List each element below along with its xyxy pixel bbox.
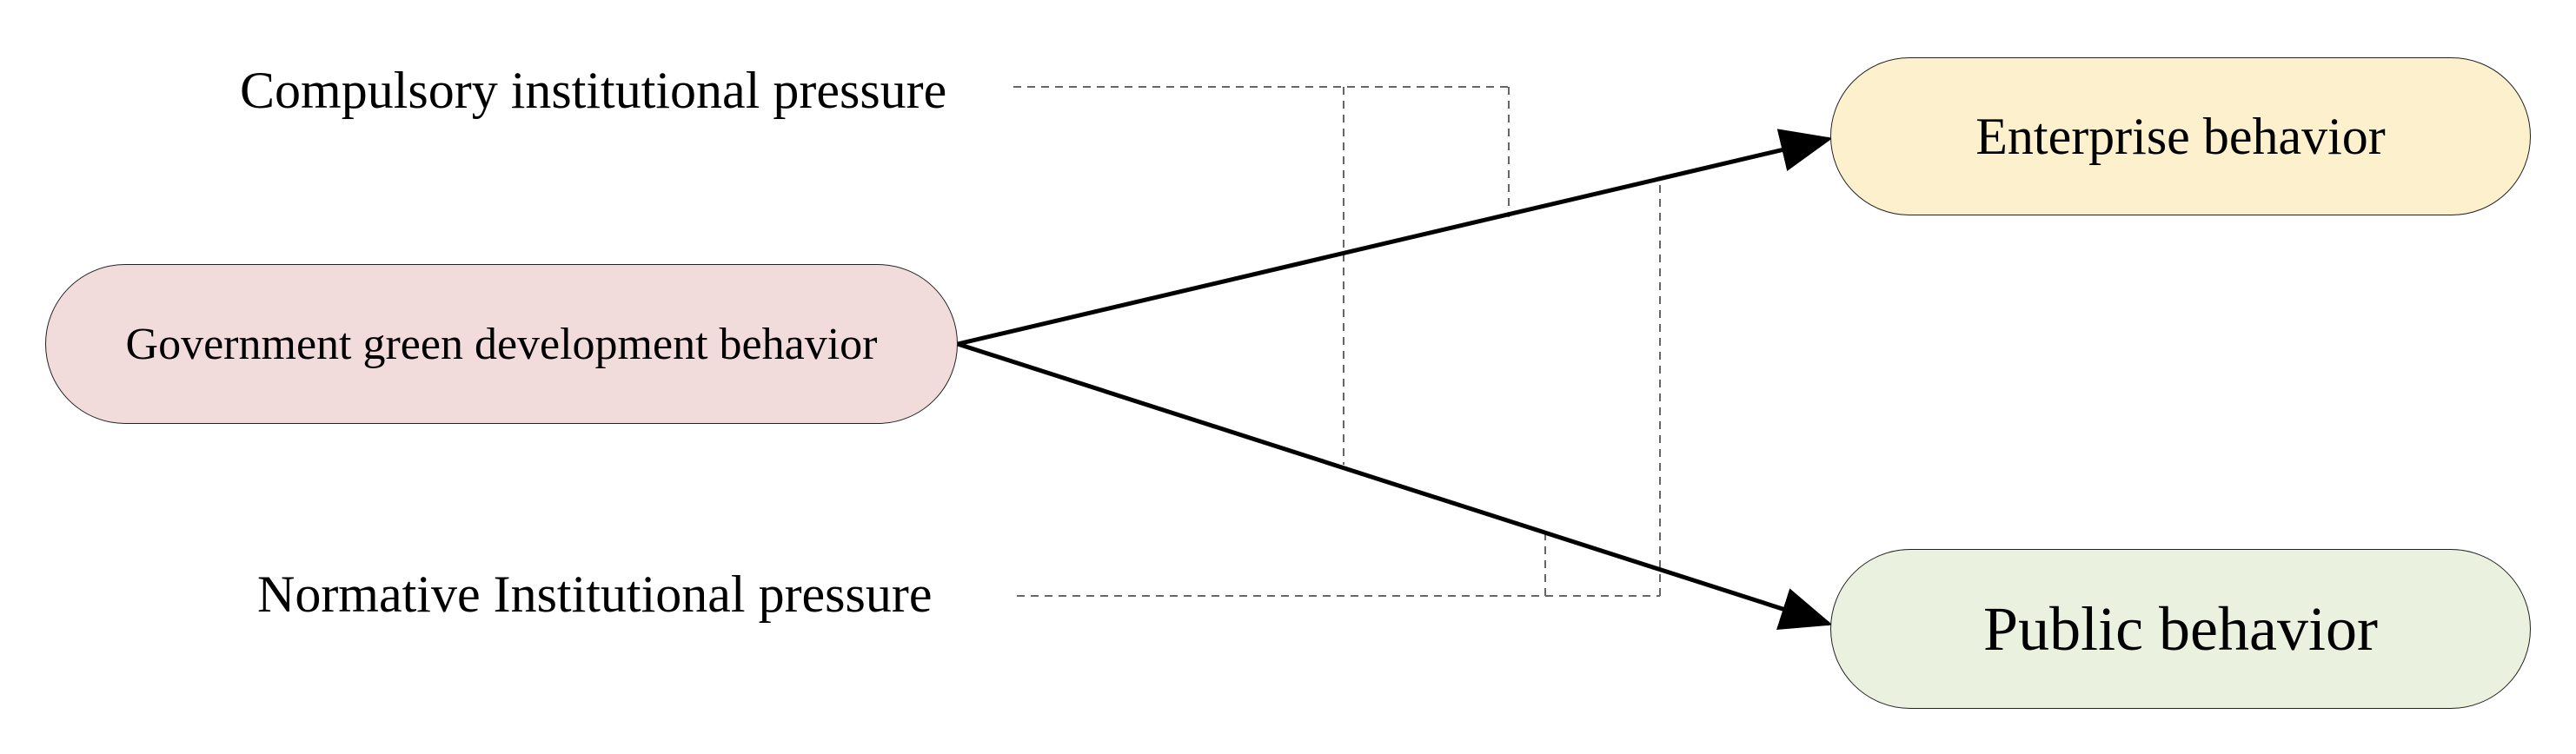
arrow-government-to-enterprise <box>957 129 1833 347</box>
government-behavior-label: Government green development behavior <box>125 319 878 369</box>
arrow-government-to-public <box>957 341 1833 630</box>
enterprise-behavior-label: Enterprise behavior <box>1975 107 2386 165</box>
normative-pressure-connector <box>1017 178 1661 597</box>
public-behavior-node: Public behavior <box>1830 549 2531 709</box>
enterprise-behavior-node: Enterprise behavior <box>1830 57 2531 215</box>
normative-pressure-label: Normative Institutional pressure <box>257 566 933 623</box>
compulsory-pressure-connector <box>1013 86 1510 465</box>
public-behavior-label: Public behavior <box>1983 593 2378 664</box>
government-behavior-node: Government green development behavior <box>45 264 958 424</box>
compulsory-pressure-label: Compulsory institutional pressure <box>240 62 947 119</box>
